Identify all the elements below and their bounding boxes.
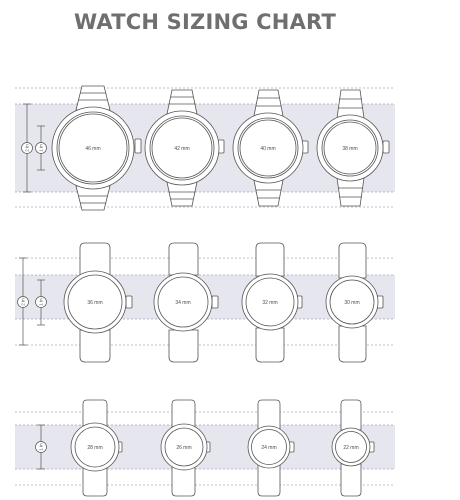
size-label: 46 mm bbox=[85, 146, 100, 152]
size-label: 22 mm bbox=[343, 445, 358, 451]
watch-36mm-icon: 36 mm bbox=[63, 242, 133, 363]
size-label: 34 mm bbox=[175, 300, 190, 306]
row-2: 2 in 1 in 36 mm 34 mm bbox=[15, 242, 395, 363]
scale-1in: 1 in bbox=[35, 279, 47, 326]
row-3: 1 in 28 mm 26 mm 24 mm bbox=[15, 399, 395, 497]
watch-28mm-icon: 28 mm bbox=[70, 399, 123, 497]
scale-label-1in: 1 in bbox=[39, 443, 44, 451]
scale-1in: 1 in bbox=[35, 125, 47, 171]
page-title: WATCH SIZING CHART bbox=[74, 10, 336, 34]
watch-34mm-icon: 34 mm bbox=[153, 242, 219, 363]
watch-22mm-icon: 22 mm bbox=[331, 399, 375, 497]
watch-40mm-icon: 40 mm bbox=[232, 89, 309, 207]
watch-30mm-icon: 30 mm bbox=[325, 242, 384, 363]
watch-46mm-icon: 46 mm bbox=[51, 85, 142, 211]
scale-2in: 2 in bbox=[21, 103, 33, 193]
watch-42mm-icon: 42 mm bbox=[144, 89, 225, 207]
scale-1in: 1 in bbox=[35, 424, 47, 470]
scale-2in: 2 in bbox=[17, 257, 29, 346]
size-label: 40 mm bbox=[260, 146, 275, 152]
watch-26mm-icon: 26 mm bbox=[160, 399, 211, 497]
size-label: 42 mm bbox=[174, 146, 189, 152]
watch-24mm-icon: 24 mm bbox=[247, 399, 295, 497]
row-1: 2 in 1 in 46 mm bbox=[15, 85, 395, 211]
scale-label-2in: 2 in bbox=[25, 144, 30, 152]
watch-32mm-icon: 32 mm bbox=[241, 242, 303, 363]
size-label: 24 mm bbox=[261, 445, 276, 451]
size-label: 28 mm bbox=[87, 445, 102, 451]
scale-label-1in: 1 in bbox=[39, 298, 44, 306]
size-label: 26 mm bbox=[176, 445, 191, 451]
watch-38mm-icon: 38 mm bbox=[316, 89, 390, 207]
size-label: 32 mm bbox=[262, 300, 277, 306]
size-label: 38 mm bbox=[342, 146, 357, 152]
size-label: 36 mm bbox=[87, 300, 102, 306]
size-label: 30 mm bbox=[344, 300, 359, 306]
scale-label-1in: 1 in bbox=[39, 144, 44, 152]
scale-label-2in: 2 in bbox=[21, 298, 26, 306]
